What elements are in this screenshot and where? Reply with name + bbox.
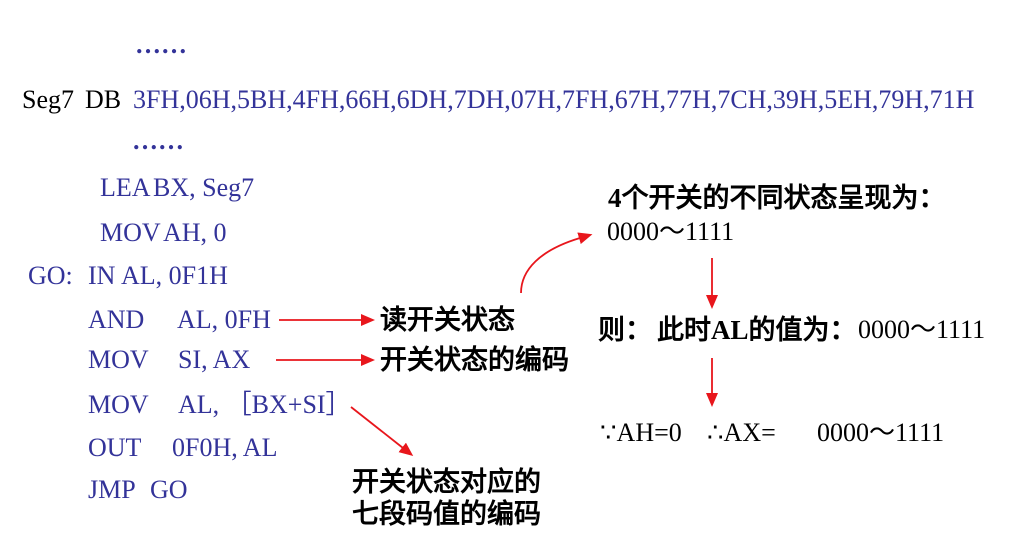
annotation-states-range: 0000～1111	[607, 217, 735, 246]
annotation-states-heading: 4个开关的不同状态呈现为：	[608, 183, 946, 213]
ellipsis-mid: ……	[132, 126, 184, 155]
code-mnemonic: AND	[88, 305, 145, 334]
code-operands: GO	[150, 475, 188, 504]
annotation-ax-therefore: ∴AX=	[707, 418, 776, 447]
data-directive: DB	[85, 85, 122, 114]
annotation-al-prefix: 则：	[598, 315, 652, 345]
code-mnemonic: JMP	[88, 475, 136, 504]
annotation-seg-code-line2: 七段码值的编码	[352, 499, 541, 529]
code-mnemonic: OUT	[88, 433, 142, 462]
annotation-al-text: 此时AL的值为：	[657, 315, 857, 345]
annotation-ah-because: ∵AH=0	[600, 418, 682, 447]
annotation-read-switch: 读开关状态	[380, 305, 515, 335]
code-operands: AL, ［BX+SI］	[178, 390, 352, 419]
code-label: GO:	[28, 261, 73, 290]
data-label: Seg7	[22, 85, 74, 114]
code-operands: AL, 0FH	[177, 305, 271, 334]
code-operands: AH, 0	[163, 218, 227, 247]
code-mnemonic: LEA	[100, 173, 151, 202]
arrow-mov-al-to-seg-code	[350, 406, 414, 457]
data-values: 3FH,06H,5BH,4FH,66H,6DH,7DH,07H,7FH,67H,…	[133, 85, 975, 114]
annotation-switch-code: 开关状态的编码	[380, 345, 569, 375]
code-mnemonic: MOV	[88, 345, 149, 374]
code-operands: SI, AX	[178, 345, 251, 374]
code-operands: AL, 0F1H	[121, 261, 228, 290]
code-operands: 0F0H, AL	[172, 433, 278, 462]
annotation-seg-code-line1: 开关状态对应的	[352, 467, 541, 497]
code-mnemonic: IN	[88, 261, 116, 290]
code-mnemonic: MOV	[88, 390, 149, 419]
ellipsis-top: ……	[135, 30, 187, 59]
code-operands: BX, Seg7	[153, 173, 255, 202]
code-mnemonic: MOV	[100, 218, 161, 247]
arrow-read-switch-to-states	[520, 232, 593, 294]
annotation-al-range: 0000～1111	[858, 315, 986, 344]
annotation-ax-range: 0000～1111	[817, 418, 945, 447]
